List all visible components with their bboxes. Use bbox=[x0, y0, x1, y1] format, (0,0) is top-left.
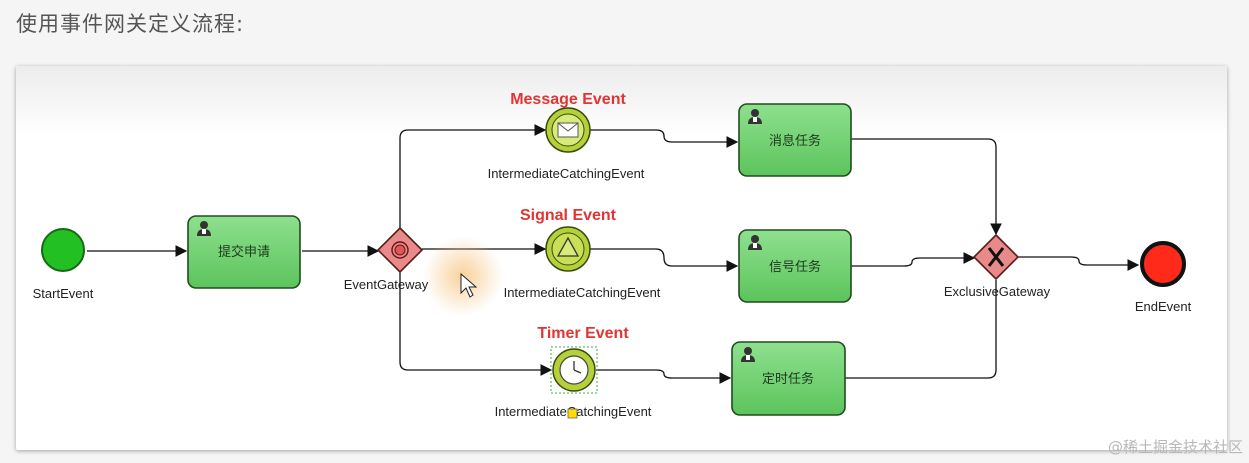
timer-task[interactable]: 定时任务 bbox=[731, 341, 846, 416]
message-event-label: IntermediateCatchingEvent bbox=[488, 166, 645, 181]
event-gateway-label: EventGateway bbox=[344, 277, 429, 292]
flow-signal-to-task bbox=[590, 248, 739, 272]
timer-event[interactable]: Timer Event IntermediateCatchingEvent bbox=[495, 325, 652, 419]
resize-handle[interactable] bbox=[567, 408, 578, 419]
envelope-icon bbox=[557, 122, 579, 138]
watermark: @稀土掘金技术社区 bbox=[1107, 438, 1243, 456]
timer-event-title: Timer Event bbox=[537, 325, 629, 342]
exclusive-gateway[interactable]: ExclusiveGateway bbox=[944, 233, 1051, 299]
message-event-title: Message Event bbox=[510, 91, 626, 108]
flow-exclusive-to-end bbox=[1018, 256, 1140, 271]
start-event[interactable]: StartEvent bbox=[33, 228, 94, 301]
flow-message-to-task bbox=[590, 129, 739, 148]
end-event-label: EndEvent bbox=[1135, 299, 1192, 314]
signal-event-title: Signal Event bbox=[520, 207, 617, 224]
triangle-icon bbox=[556, 236, 580, 257]
timer-task-label: 定时任务 bbox=[762, 371, 814, 387]
sequence-flows bbox=[87, 124, 1140, 384]
message-event[interactable]: Message Event IntermediateCatchingEvent bbox=[488, 91, 645, 181]
signal-task-label: 信号任务 bbox=[769, 259, 821, 275]
exclusive-gateway-label: ExclusiveGateway bbox=[944, 284, 1051, 299]
bpmn-diagram: StartEvent 提交申请 EventGateway Message Eve… bbox=[33, 91, 1192, 419]
page-title: 使用事件网关定义流程: bbox=[16, 12, 245, 36]
signal-event-label: IntermediateCatchingEvent bbox=[504, 285, 661, 300]
message-task-label: 消息任务 bbox=[769, 133, 821, 149]
start-event-label: StartEvent bbox=[33, 286, 94, 301]
flow-gateway-to-timer bbox=[399, 272, 553, 376]
submit-task[interactable]: 提交申请 bbox=[187, 215, 301, 289]
flow-gateway-to-message bbox=[399, 124, 547, 228]
flow-signal-task-to-exclusive bbox=[851, 252, 976, 267]
message-task[interactable]: 消息任务 bbox=[738, 103, 852, 177]
exclusive-gateway-x-icon bbox=[987, 247, 1005, 267]
flow-message-task-to-exclusive bbox=[851, 138, 1002, 236]
submit-task-label: 提交申请 bbox=[218, 244, 270, 260]
selection-box bbox=[550, 346, 598, 394]
signal-task[interactable]: 信号任务 bbox=[738, 229, 852, 303]
signal-event[interactable]: Signal Event IntermediateCatchingEvent bbox=[504, 207, 661, 300]
mouse-cursor-icon bbox=[460, 272, 478, 298]
flow-timer-task-to-exclusive bbox=[845, 280, 997, 379]
end-event[interactable]: EndEvent bbox=[1135, 241, 1192, 314]
flow-timer-to-task bbox=[596, 369, 732, 384]
clock-icon bbox=[559, 355, 589, 385]
event-gateway[interactable]: EventGateway bbox=[344, 226, 429, 292]
diagram-canvas[interactable]: StartEvent 提交申请 EventGateway Message Eve… bbox=[16, 66, 1227, 450]
event-gateway-icon bbox=[391, 241, 409, 259]
